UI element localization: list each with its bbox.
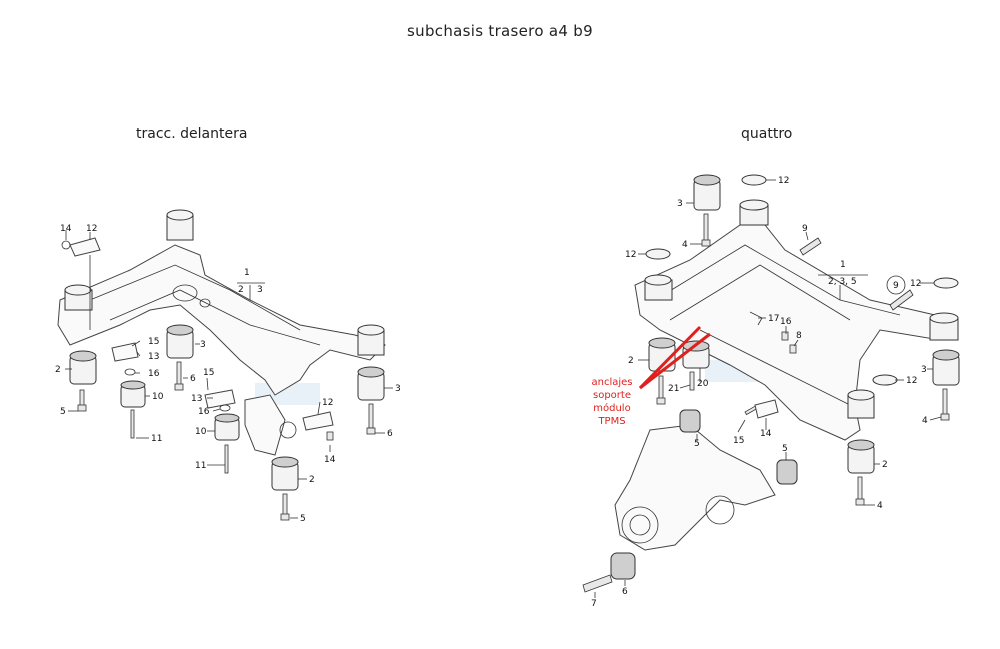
callout-2-left: 2 — [238, 285, 244, 295]
label-10: 10 — [152, 392, 164, 402]
label-11-b: 11 — [195, 461, 206, 471]
label-r7: 7 — [591, 599, 597, 609]
label-r12-d: 12 — [906, 376, 917, 386]
label-11: 11 — [151, 434, 162, 444]
label-r4-b: 4 — [922, 416, 928, 426]
bushing-5 — [610, 409, 798, 580]
label-r4-c: 4 — [877, 501, 883, 511]
label-r9: 9 — [802, 224, 808, 234]
damper-10-left — [120, 380, 146, 408]
label-r8: 8 — [796, 331, 802, 341]
label-6: 6 — [190, 374, 196, 384]
label-5: 5 — [60, 407, 66, 417]
label-r12-c: 12 — [910, 279, 921, 289]
label-12-b: 12 — [322, 398, 333, 408]
bushing-3-right — [357, 366, 385, 401]
bushing-3-top — [693, 174, 721, 211]
label-13-b: 13 — [191, 394, 202, 404]
rear-differential — [614, 424, 776, 551]
label-12: 12 — [86, 224, 97, 234]
bushing-2-left — [69, 350, 97, 385]
label-r15: 15 — [733, 436, 744, 446]
label-r3: 3 — [677, 199, 683, 209]
right-diagram-title: quattro — [741, 126, 793, 142]
label-2-b: 2 — [309, 475, 315, 485]
label-14: 14 — [60, 224, 72, 234]
label-15: 15 — [148, 337, 159, 347]
annotation-arrow-2 — [638, 325, 702, 390]
label-r16: 16 — [780, 317, 792, 327]
damper-10-right — [214, 413, 240, 441]
label-13: 13 — [148, 352, 159, 362]
label-r5: 5 — [694, 439, 700, 449]
label-r5-b: 5 — [782, 444, 788, 454]
bushing-3-right — [932, 349, 960, 386]
label-5-b: 5 — [300, 514, 306, 524]
label-14-b: 14 — [324, 455, 336, 465]
label-16-b: 16 — [198, 407, 210, 417]
label-2: 2 — [55, 365, 61, 375]
left-subframe-drawing — [57, 209, 393, 521]
label-3-b: 3 — [395, 384, 401, 394]
bushing-2-right — [847, 439, 875, 474]
callout-3-left: 3 — [257, 285, 263, 295]
label-r2-b: 2 — [882, 460, 888, 470]
page-title: subchasis trasero a4 b9 — [407, 22, 593, 40]
left-diagram-title: tracc. delantera — [136, 126, 248, 142]
label-15-b: 15 — [203, 368, 214, 378]
right-subframe-body — [634, 224, 956, 441]
annotation-line-2: soporte — [593, 390, 631, 401]
label-10-b: 10 — [195, 427, 207, 437]
bushing-2-right — [271, 456, 299, 491]
callout-1-right: 1 — [840, 260, 846, 270]
label-r6: 6 — [622, 587, 628, 597]
label-r20: 20 — [697, 379, 709, 389]
label-3: 3 — [200, 340, 206, 350]
annotation-line-3: módulo — [593, 402, 630, 414]
label-r4: 4 — [682, 240, 688, 250]
label-6-b: 6 — [387, 429, 393, 439]
annotation-line-4: TPMS — [597, 416, 625, 427]
left-subframe-body — [57, 244, 386, 396]
label-r14: 14 — [760, 429, 772, 439]
label-16: 16 — [148, 369, 160, 379]
label-r12-b: 12 — [625, 250, 636, 260]
callout-2-3-5-right: 2, 3, 5 — [828, 277, 857, 287]
label-r17: 17 — [768, 314, 779, 324]
label-r12: 12 — [778, 176, 789, 186]
annotation-line-1: anclajes — [591, 377, 632, 388]
callout-1-left: 1 — [244, 268, 250, 278]
label-r2: 2 — [628, 356, 634, 366]
label-r3-b: 3 — [921, 365, 927, 375]
label-r21: 21 — [668, 384, 679, 394]
annotation-arrow-1 — [639, 332, 711, 390]
label-r9-b: 9 — [893, 281, 899, 291]
bushing-3-left — [166, 324, 194, 359]
right-subframe-drawing — [582, 174, 960, 598]
